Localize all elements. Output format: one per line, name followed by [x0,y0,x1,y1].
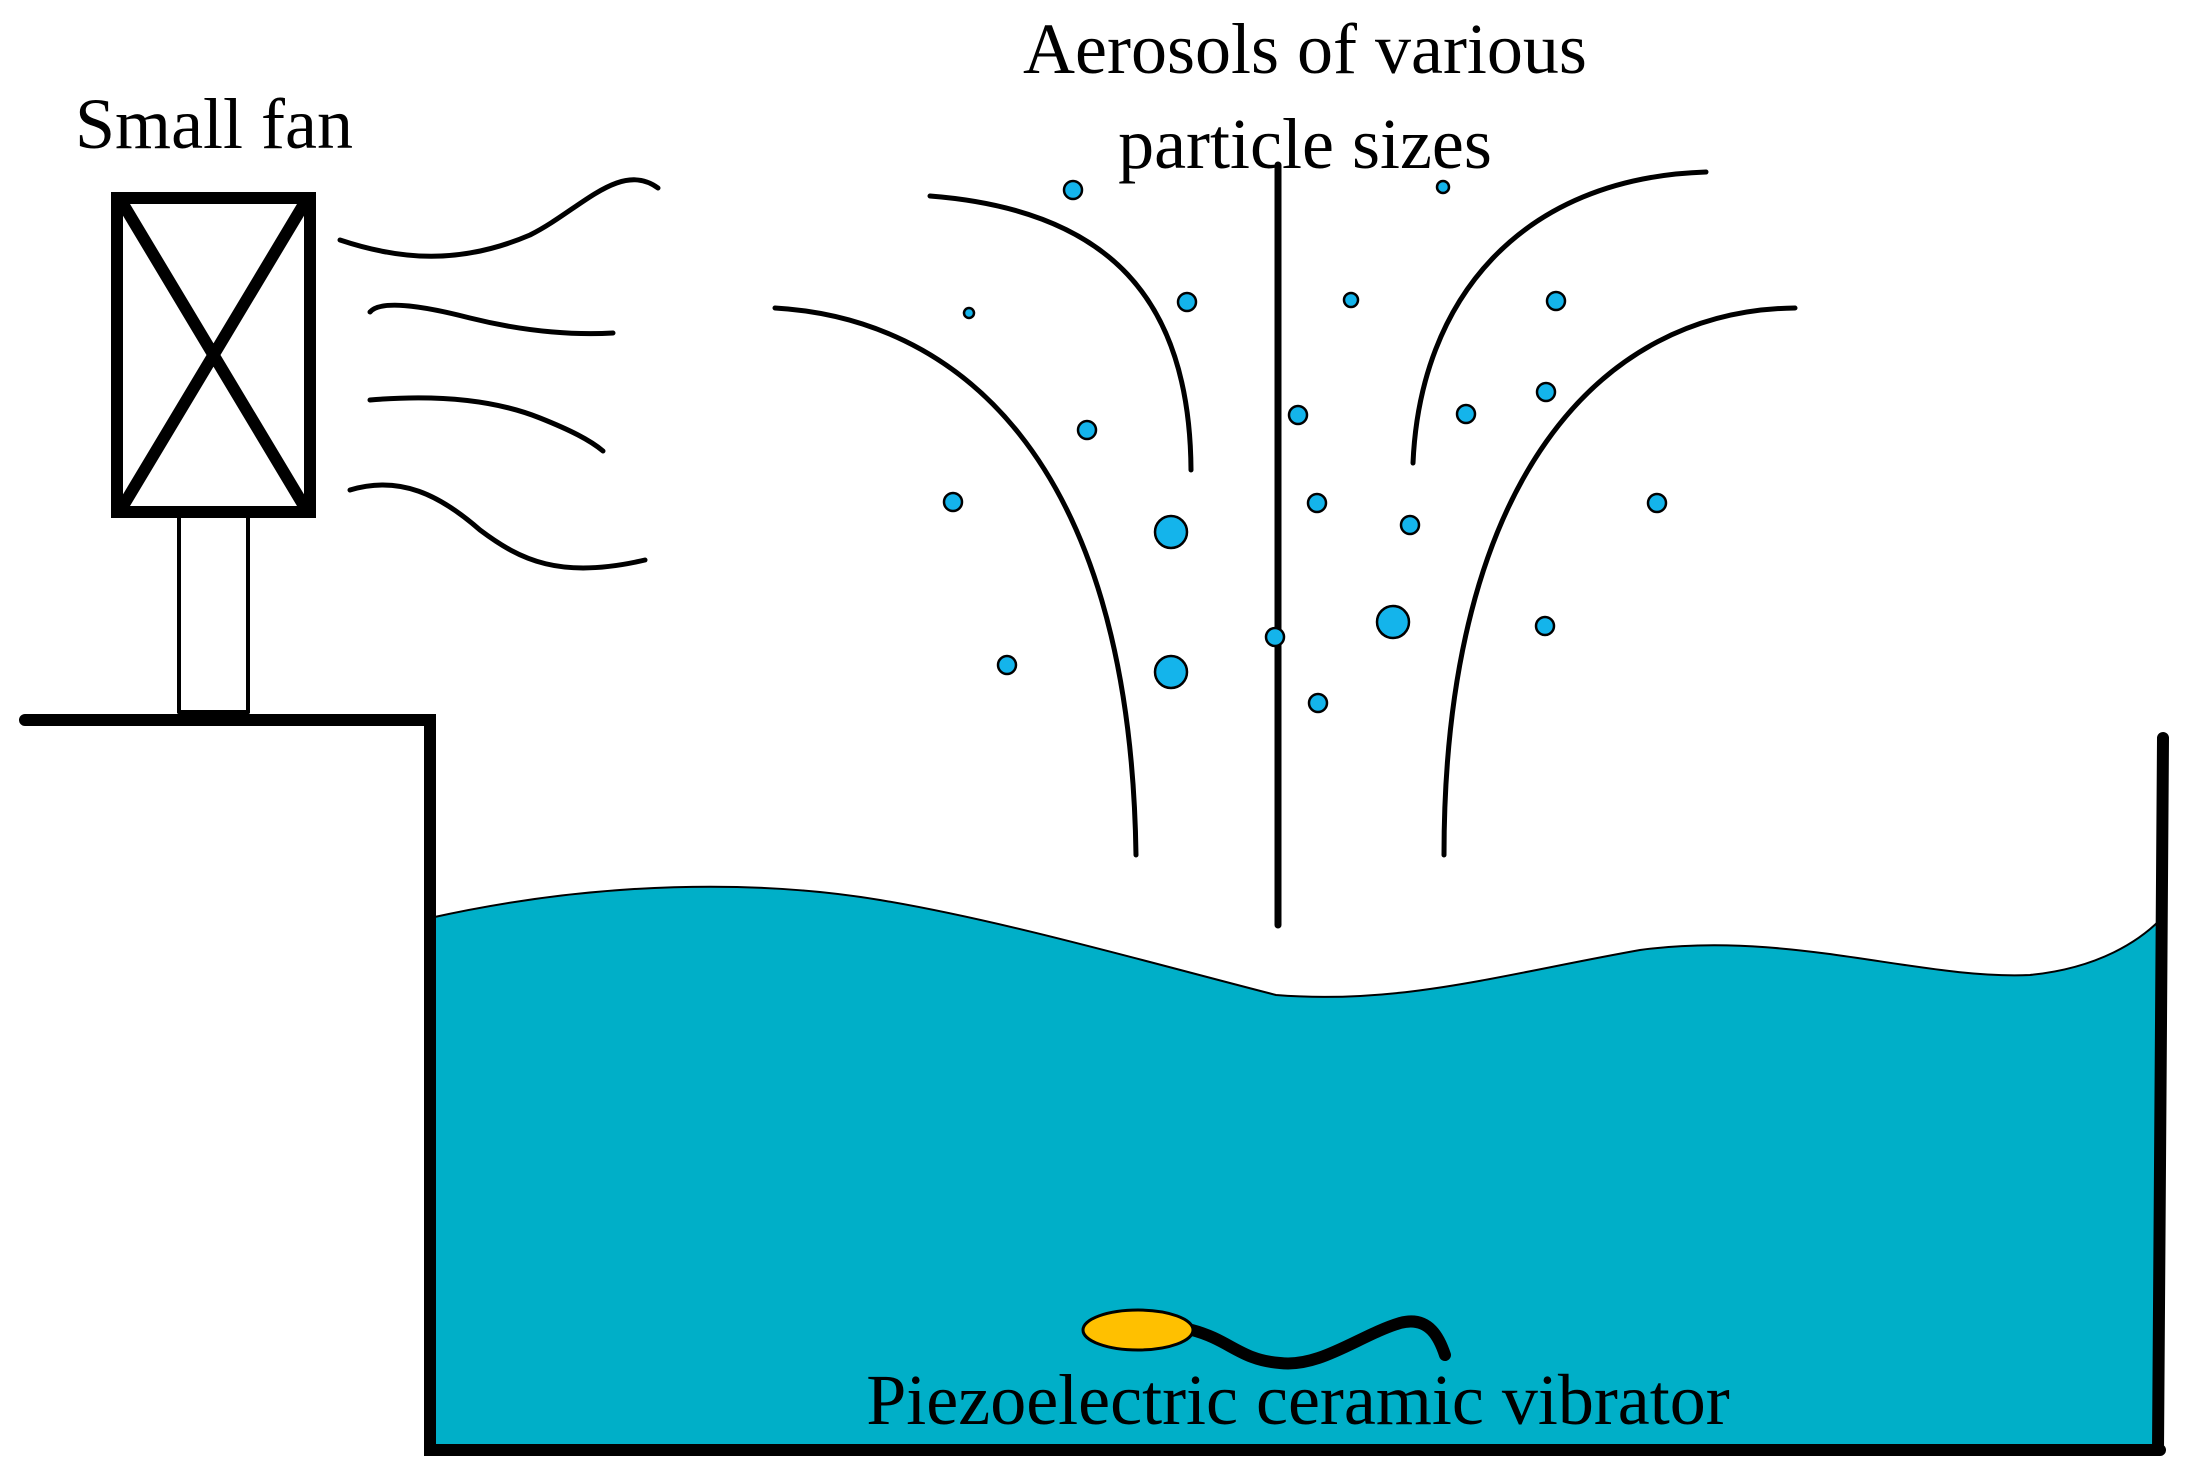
droplet [1076,419,1098,441]
droplet [1435,179,1451,195]
droplet [1287,404,1309,426]
fan-label: Small fan [75,84,353,164]
droplet [1307,692,1329,714]
piezoelectric-vibrator [1081,1308,1451,1370]
droplet [1153,514,1189,550]
tank-right-wall [2152,732,2169,1456]
droplet [1375,604,1411,640]
airflow-lines [337,177,661,571]
droplet [1455,403,1477,425]
droplet [1264,626,1286,648]
droplet [1342,291,1360,309]
spray-lines [772,161,1798,929]
droplet [1646,492,1668,514]
droplet [1535,381,1557,403]
droplet [996,654,1018,676]
aerosols-label-line2: particle sizes [1118,104,1492,184]
droplet [1306,492,1328,514]
aerosol-droplets [942,179,1668,714]
droplet [1062,179,1084,201]
tank-outline [19,714,2166,1456]
droplet [942,491,964,513]
fan-stand [177,513,250,714]
droplet [1176,291,1198,313]
water [429,885,2161,1451]
droplet [1153,654,1189,690]
vibrator-label: Piezoelectric ceramic vibrator [866,1360,1730,1440]
fan-icon [111,192,316,518]
droplet [1545,290,1567,312]
droplet [1534,615,1556,637]
aerosols-label-line1: Aerosols of various [1023,9,1587,89]
droplet [962,306,976,320]
droplet [1399,514,1421,536]
